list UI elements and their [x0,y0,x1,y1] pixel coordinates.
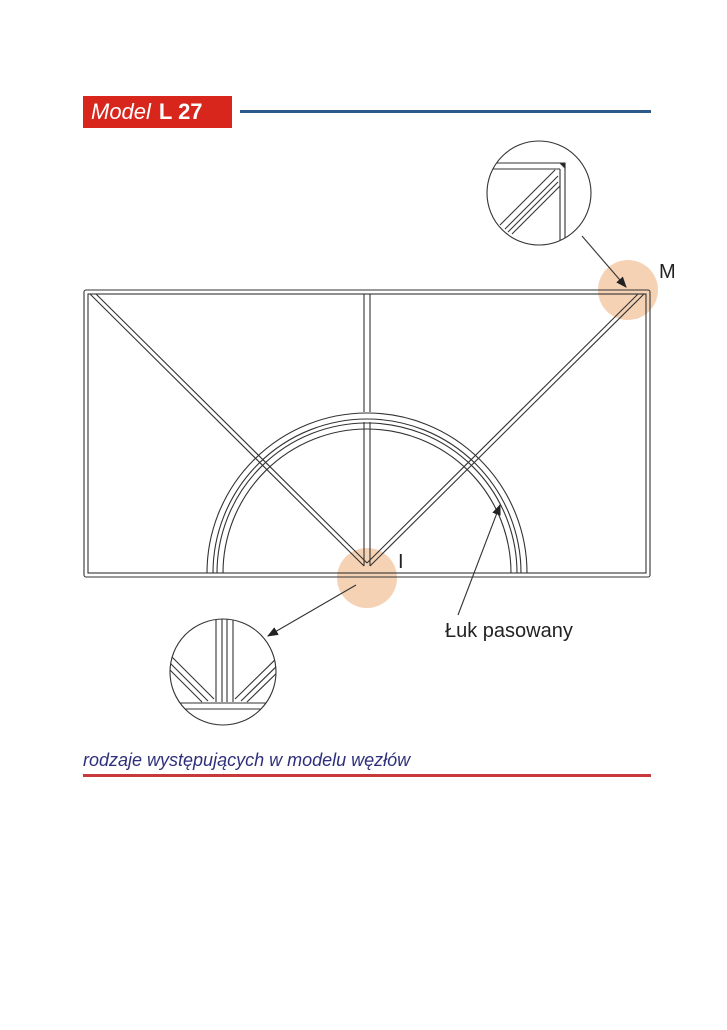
label-arc: Łuk pasowany [445,620,573,642]
arc-outer [206,412,528,574]
title-rule [240,110,651,113]
model-prefix: Model [91,99,151,124]
caption-rule [83,774,651,777]
caption: rodzaje występujących w modelu węzłów [83,750,411,770]
label-node-m: M [659,261,676,283]
detail-node-i [169,618,277,726]
detail-node-m [486,140,592,246]
frame [83,235,651,637]
highlight-node-i [337,548,397,608]
model-code: L 27 [158,99,203,124]
model-title: Model L 27 [83,96,232,128]
label-node-i: I [398,551,404,573]
